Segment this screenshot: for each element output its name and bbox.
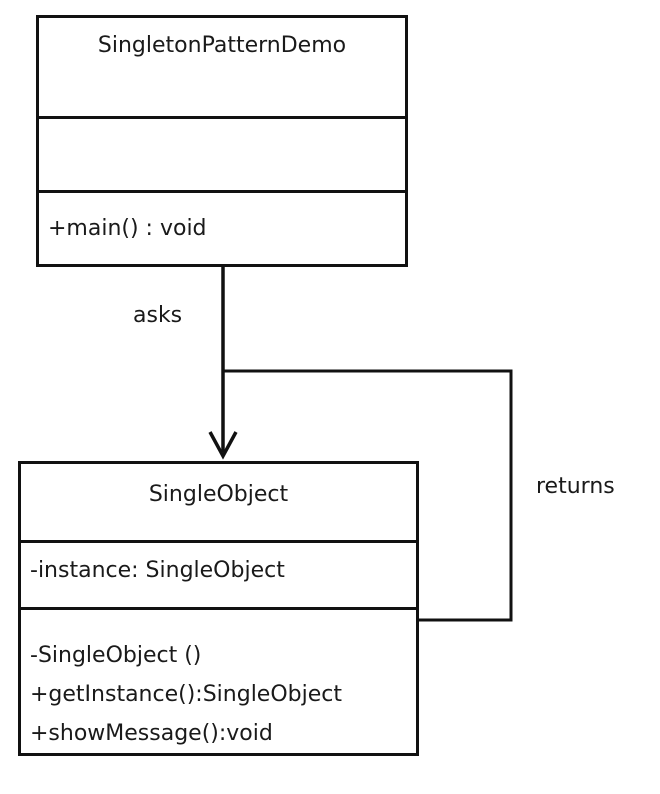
method-get-instance: +getInstance():SingleObject [30, 682, 342, 707]
class-name-section: SingleObject [21, 464, 416, 544]
method-main: +main() : void [48, 216, 207, 241]
methods-section: -SingleObject () +getInstance():SingleOb… [21, 610, 416, 753]
asks-label: asks [133, 303, 183, 328]
class-name: SingleObject [148, 482, 289, 507]
returns-connector-line [223, 369, 513, 622]
attribute-instance: -instance: SingleObject [30, 558, 285, 584]
asks-arrow-head [208, 431, 238, 460]
singleton-pattern-demo-class: SingletonPatternDemo +main() : void [36, 15, 408, 267]
attributes-section [39, 119, 405, 193]
class-name: SingletonPatternDemo [97, 33, 347, 58]
returns-label: returns [536, 474, 615, 499]
single-object-class: SingleObject -instance: SingleObject -Si… [18, 461, 419, 756]
class-name-section: SingletonPatternDemo [39, 18, 405, 119]
method-constructor: -SingleObject () [30, 643, 202, 668]
method-show-message: +showMessage():void [30, 721, 273, 746]
methods-section: +main() : void [39, 193, 405, 264]
attributes-section: -instance: SingleObject [21, 543, 416, 610]
